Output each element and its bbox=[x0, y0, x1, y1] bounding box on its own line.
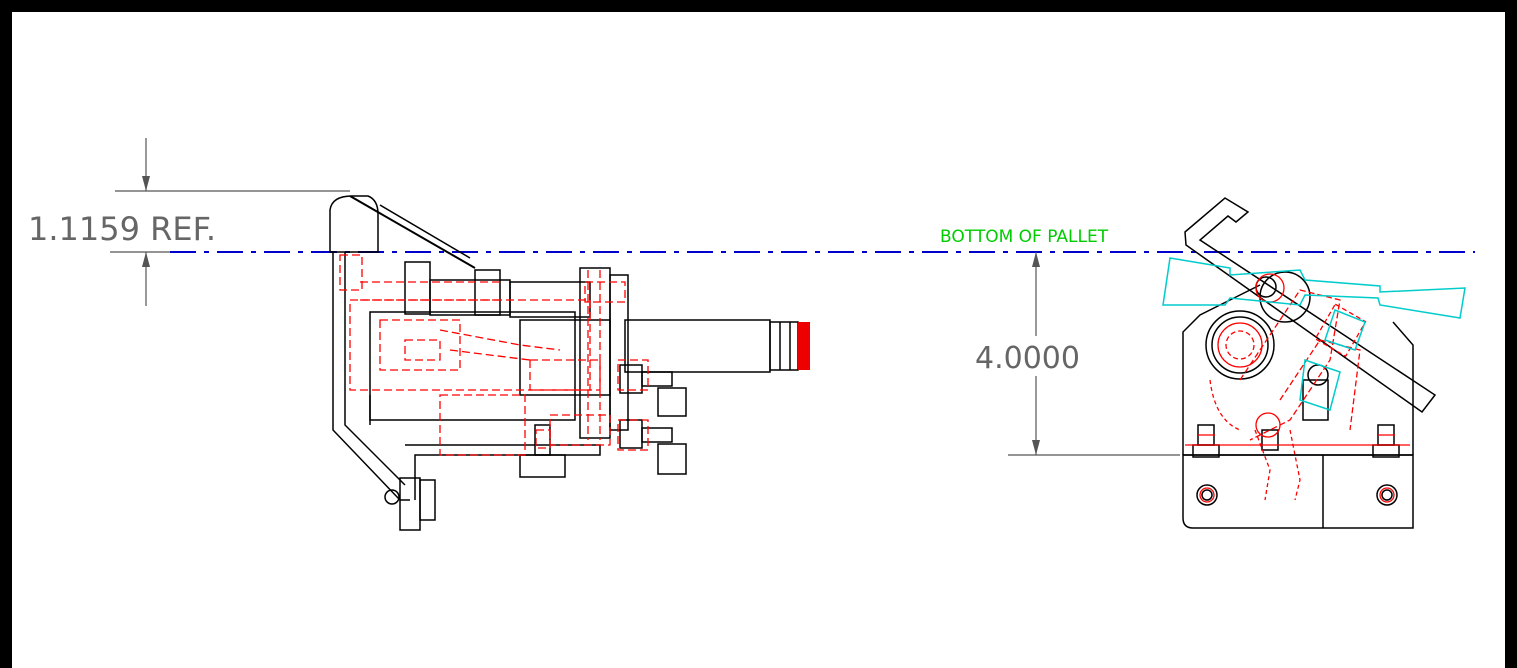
dimension-right-label: 4.0000 bbox=[975, 341, 1080, 376]
hidden-lines-right bbox=[1185, 273, 1410, 503]
drawing-sheet bbox=[12, 12, 1505, 668]
dimension-left bbox=[110, 138, 350, 306]
pallet-note: BOTTOM OF PALLET bbox=[940, 227, 1109, 247]
cylinder-nose bbox=[798, 322, 810, 370]
cyan-outline bbox=[1162, 257, 1466, 411]
clamp-side-view bbox=[329, 195, 799, 531]
dimension-right-mask bbox=[968, 336, 1104, 376]
clamp-end-view bbox=[1182, 197, 1437, 529]
hidden-lines-left bbox=[339, 254, 649, 456]
dimension-left-label: 1.1159 REF. bbox=[28, 210, 216, 248]
